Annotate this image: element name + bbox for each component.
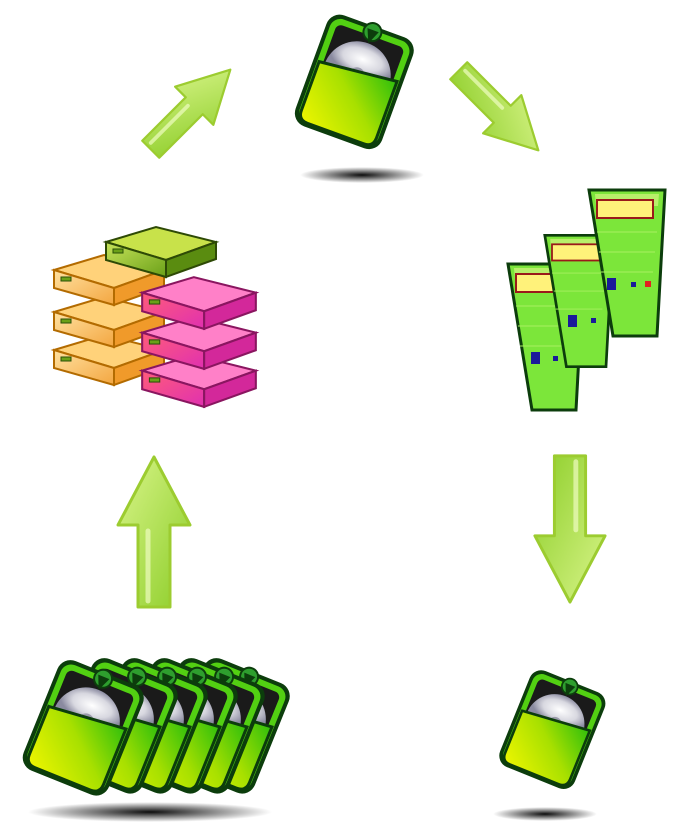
arrow-up-icon: [118, 457, 190, 607]
cd-disc-folder-icon: [493, 662, 612, 821]
arrow-up-right-icon: [132, 51, 250, 169]
arrow-down-right-icon: [440, 52, 558, 170]
cd-disc-folder-icon: [289, 6, 424, 183]
report-documents-icon: [506, 188, 667, 412]
arrow-down-icon: [535, 456, 605, 602]
cd-disc-folder-stack-icon: [16, 649, 297, 822]
server-stack-icon: [52, 225, 257, 408]
